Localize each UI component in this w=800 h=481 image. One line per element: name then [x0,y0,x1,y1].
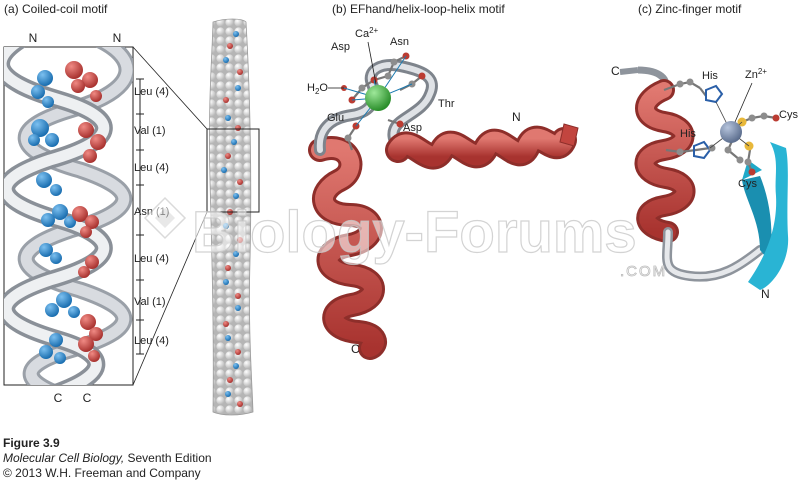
panel-a-title: (a) Coiled-coil motif [4,2,108,16]
zinc-finger-c-tail [619,67,639,75]
panel-c-title: (c) Zinc-finger motif [638,2,742,16]
residue-label: Val (1) [134,125,166,137]
calcium-label: Ca2+ [355,26,379,40]
residue-label: Leu (4) [134,253,169,265]
figure-number: Figure 3.9 [3,436,60,450]
ef-hand-c-terminus: C [351,342,360,356]
zinc-finger-atoms [676,78,780,176]
residue-label: Val (1) [134,296,166,308]
residue-label: Leu (4) [134,86,169,98]
book-edition: Seventh Edition [124,451,212,465]
coiled-coil-n-right: N [113,31,122,45]
zinc-finger-helix [634,79,696,243]
ef-hand-panel: (b) EFhand/helix-loop-helix motif [307,2,579,360]
ef-hand-helix-e [308,136,387,360]
watermark-text: Biology-Forums [192,200,637,265]
book-title: Molecular Cell Biology, [3,451,125,465]
zinc-finger-c-terminus: C [611,64,620,78]
coiled-coil-n-left: N [29,31,38,45]
ef-hand-n-terminus: N [512,110,521,124]
asp-mid-label: Asp [403,122,422,134]
cys-right-label: Cys [779,109,798,121]
zinc-finger-loop [662,227,765,282]
watermark: Biology-Forums .COM [143,196,667,280]
his-mid-label: His [680,128,696,140]
ef-hand-labels: Ca2+ Asp Asn H2O Thr Glu Asp N C [307,26,521,356]
zinc-label: Zn2+ [745,67,767,81]
coiled-coil-closeup [4,47,133,385]
coiled-coil-c-right: C [83,391,92,405]
coiled-coil-panel: (a) Coiled-coil motif [3,2,260,416]
residue-label: Leu (4) [134,162,169,174]
histidine-ring-top [705,84,724,104]
zoom-region-box [206,128,260,213]
asp-top-label: Asp [331,41,350,53]
heptad-scale-ticks [136,78,144,355]
glu-label: Glu [327,112,344,124]
ef-hand-helix-f [385,123,579,170]
calcium-ion [365,85,391,111]
watermark-domain: .COM [620,263,667,280]
zinc-finger-panel: (c) Zinc-finger motif [611,2,798,301]
coiled-coil-spacefill [206,18,260,416]
watermark-logo-icon [143,196,187,240]
histidine-ring-mid [693,140,712,160]
zinc-finger-n-terminus: N [761,287,770,301]
zinc-ion [720,121,742,143]
water-label: H2O [307,82,328,96]
copyright-line: © 2013 W.H. Freeman and Company [3,466,201,480]
thr-label: Thr [438,98,455,110]
panel-b-title: (b) EFhand/helix-loop-helix motif [332,2,505,16]
zoom-line-top [132,46,208,130]
zinc-finger-labels: C His Zn2+ His Cys Cys N [611,64,798,301]
asn-label: Asn [390,36,409,48]
book-citation: Molecular Cell Biology, Seventh Edition [3,451,212,465]
cys-low-label: Cys [738,178,757,190]
zoom-line-bottom [132,211,208,386]
his-top-label: His [702,70,718,82]
coiled-coil-c-left: C [54,391,63,405]
